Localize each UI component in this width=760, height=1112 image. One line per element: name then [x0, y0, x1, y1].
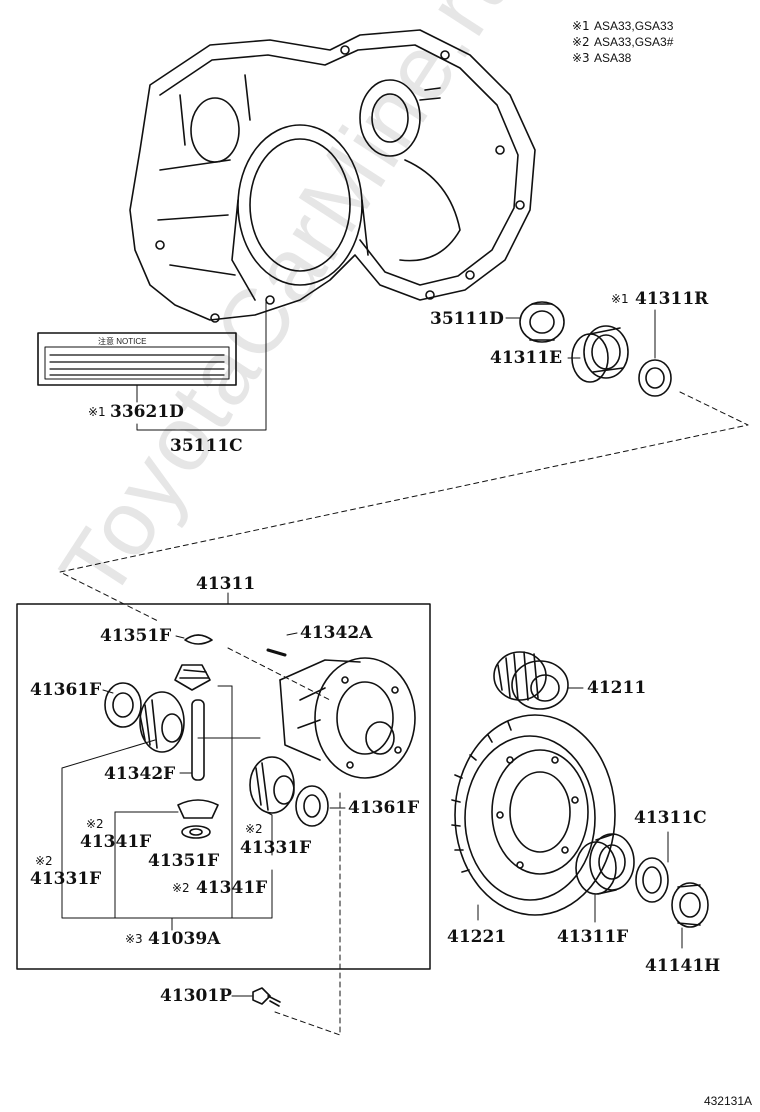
- differential-group-frame: [16, 603, 431, 970]
- part-label-35111d[interactable]: 35111D: [430, 309, 504, 329]
- part-label-41039a[interactable]: 41039A: [148, 929, 221, 949]
- shim-41311c-illustration[interactable]: [635, 857, 669, 903]
- part-label-41311f[interactable]: 41311F: [557, 927, 629, 947]
- part-mark-41341f-left: ※2: [86, 817, 104, 831]
- part-mark-41341f-mid: ※2: [172, 881, 190, 895]
- thrust-washer-41351f-top-illustration[interactable]: [184, 634, 213, 645]
- part-label-41311e[interactable]: 41311E: [490, 348, 563, 368]
- bearing-41311e-illustration[interactable]: [571, 325, 629, 383]
- pinion-gear-top-illustration[interactable]: [174, 664, 211, 691]
- side-gear-right-illustration[interactable]: [249, 756, 295, 814]
- part-label-41311[interactable]: 41311: [196, 574, 256, 594]
- bearing-41311f-illustration[interactable]: [575, 833, 635, 895]
- part-label-41221[interactable]: 41221: [447, 927, 507, 947]
- transaxle-housing-illustration[interactable]: [129, 29, 536, 323]
- part-label-41361f-right[interactable]: 41361F: [348, 798, 420, 818]
- note-mark-2: ※2: [572, 35, 590, 49]
- figure-number: 432131A: [703, 1094, 752, 1108]
- part-mark-41039a: ※3: [125, 932, 143, 946]
- note-text-1: ASA33,GSA33: [594, 19, 674, 33]
- thrust-washer-41361f-left-illustration[interactable]: [104, 682, 142, 728]
- oil-seal-41311r-illustration[interactable]: [638, 359, 672, 397]
- part-label-41301p[interactable]: 41301P: [160, 986, 232, 1006]
- part-label-41141h[interactable]: 41141H: [645, 956, 721, 976]
- thrust-washer-41361f-right-illustration[interactable]: [295, 785, 329, 827]
- part-label-41341f-mid[interactable]: 41341F: [196, 878, 268, 898]
- side-gear-left-illustration[interactable]: [139, 691, 185, 753]
- notice-label-title: 注意 NOTICE: [98, 337, 147, 346]
- part-mark-41331f-mid: ※2: [245, 822, 263, 836]
- part-label-41342a[interactable]: 41342A: [300, 623, 373, 643]
- pinion-shaft-41342f-illustration[interactable]: [191, 699, 205, 781]
- part-label-41331f-left[interactable]: 41331F: [30, 869, 102, 889]
- thrust-washer-41351f-bottom-illustration[interactable]: [181, 825, 211, 839]
- part-mark-33621d: ※1: [88, 405, 106, 419]
- pin-41342a-illustration[interactable]: [266, 648, 287, 657]
- ring-gear-41221-illustration[interactable]: [451, 714, 616, 916]
- oil-seal-35111d-illustration[interactable]: [519, 301, 565, 343]
- differential-case-illustration[interactable]: [279, 657, 416, 779]
- part-mark-41311r: ※1: [611, 292, 629, 306]
- part-label-41351f-top[interactable]: 41351F: [100, 626, 172, 646]
- part-label-41211[interactable]: 41211: [587, 678, 647, 698]
- part-label-41351f-bottom[interactable]: 41351F: [148, 851, 220, 871]
- part-label-41331f-mid[interactable]: 41331F: [240, 838, 312, 858]
- oil-seal-41141h-illustration[interactable]: [671, 882, 709, 928]
- part-label-41311r[interactable]: 41311R: [635, 289, 709, 309]
- drive-pinion-gear-41211-illustration[interactable]: [493, 651, 569, 710]
- drain-plug-41301p-illustration[interactable]: [252, 987, 281, 1007]
- note-mark-3: ※3: [572, 51, 590, 65]
- note-text-3: ASA38: [594, 51, 632, 65]
- pinion-gear-bottom-illustration[interactable]: [177, 799, 219, 819]
- part-label-41342f[interactable]: 41342F: [104, 764, 176, 784]
- part-mark-41331f-left: ※2: [35, 854, 53, 868]
- part-label-35111c[interactable]: 35111C: [170, 436, 243, 456]
- part-label-33621d[interactable]: 33621D: [110, 402, 184, 422]
- part-label-41311c[interactable]: 41311C: [634, 808, 707, 828]
- part-label-41341f-left[interactable]: 41341F: [80, 832, 152, 852]
- note-mark-1: ※1: [572, 19, 590, 33]
- note-text-2: ASA33,GSA3#: [594, 35, 674, 49]
- part-label-41361f-left[interactable]: 41361F: [30, 680, 102, 700]
